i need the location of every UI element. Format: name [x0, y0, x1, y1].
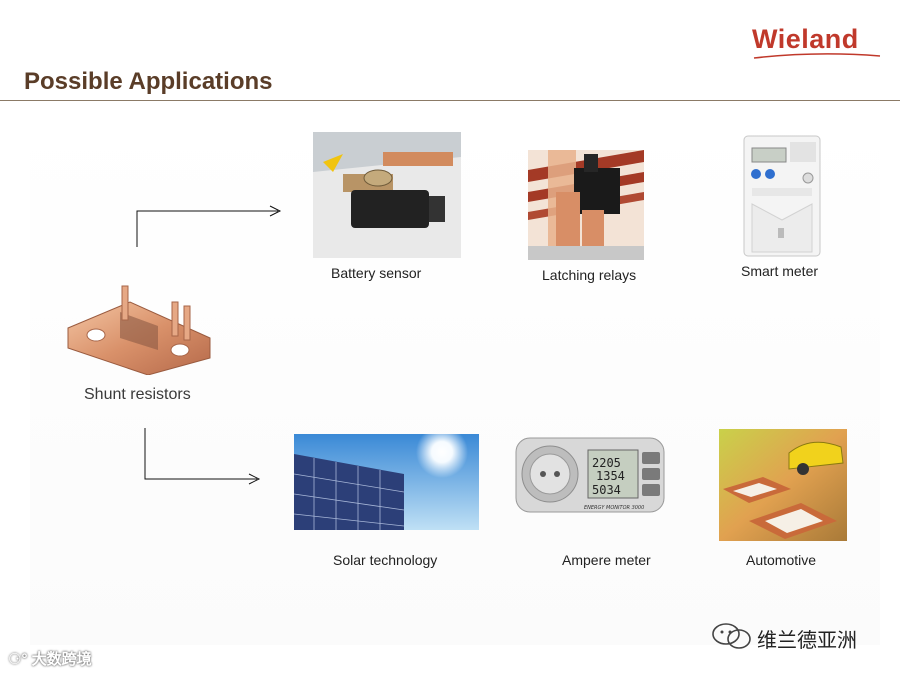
- wechat-watermark: 维兰德亚洲: [757, 624, 857, 653]
- ampere-meter-label: Ampere meter: [562, 552, 651, 568]
- battery-sensor-label: Battery sensor: [331, 265, 421, 281]
- automotive-label: Automotive: [746, 552, 816, 568]
- latching-relays-label: Latching relays: [542, 267, 636, 283]
- smart-meter-label: Smart meter: [741, 263, 818, 279]
- bottom-left-watermark: ⚆° 大数跨境: [8, 648, 92, 669]
- ampere-meter-image: 2205 1354 5034 ENERGY MONITOR 3000: [514, 434, 666, 516]
- smart-meter-image: [742, 134, 822, 258]
- bottom-left-watermark-text: 大数跨境: [32, 651, 92, 668]
- meter-reading-3: 5034: [592, 483, 621, 497]
- watermark-logo-icon: ⚆°: [8, 651, 27, 668]
- chat-bubble-icon: [710, 620, 754, 652]
- solar-panel-image: [294, 434, 479, 530]
- shunt-resistor-image: [60, 280, 220, 375]
- meter-brand-band: ENERGY MONITOR 3000: [584, 505, 644, 511]
- solar-technology-label: Solar technology: [333, 552, 437, 568]
- meter-reading-2: 1354: [596, 469, 625, 483]
- automotive-image: [719, 429, 847, 541]
- meter-reading-1: 2205: [592, 456, 621, 470]
- battery-sensor-image: [313, 132, 461, 258]
- latching-relay-image: [528, 150, 644, 260]
- shunt-resistors-label: Shunt resistors: [84, 386, 191, 404]
